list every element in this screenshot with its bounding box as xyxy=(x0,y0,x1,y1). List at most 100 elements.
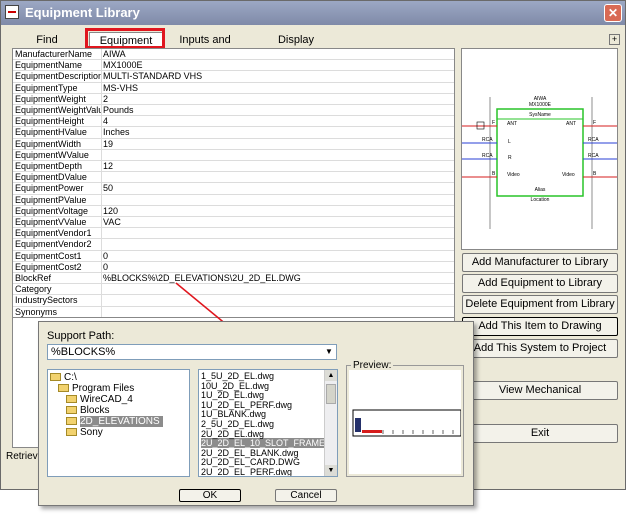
ok-button[interactable]: OK xyxy=(179,489,241,502)
file-item[interactable]: 2_5U_2D_EL.dwg xyxy=(201,419,275,429)
property-value[interactable]: Pounds xyxy=(103,105,134,115)
column-divider xyxy=(101,149,102,160)
property-value[interactable]: 0 xyxy=(103,261,109,272)
folder-item[interactable]: 2D_ELEVATIONS xyxy=(66,416,163,428)
property-row[interactable]: EquipmentWeight 2 xyxy=(13,93,454,105)
property-row[interactable]: Synonyms xyxy=(13,306,454,317)
folder-label: Program Files xyxy=(72,383,135,394)
expand-icon[interactable]: + xyxy=(609,34,620,45)
file-item[interactable]: 1U_2D_EL_PERF.dwg xyxy=(201,399,293,410)
exit-button[interactable]: Exit xyxy=(462,424,618,443)
property-row[interactable]: EquipmentDepth 12 xyxy=(13,161,454,173)
folder-item[interactable]: Sony xyxy=(66,427,103,439)
property-row[interactable]: EquipmentWidth 19 xyxy=(13,138,454,150)
column-divider xyxy=(101,306,102,317)
add-equipment-button[interactable]: Add Equipment to Library xyxy=(462,274,618,293)
folder-item[interactable]: Blocks xyxy=(66,405,109,417)
column-divider xyxy=(101,228,102,239)
property-value[interactable]: MS-VHS xyxy=(103,82,139,93)
property-value[interactable]: 0 xyxy=(103,250,109,261)
file-item[interactable]: 1_5U_2D_EL.dwg xyxy=(201,371,275,381)
preview-label: Preview: xyxy=(351,360,394,371)
property-name: IndustrySectors xyxy=(15,295,78,306)
file-item[interactable]: 1U_BLANK.dwg xyxy=(201,409,267,420)
file-item[interactable]: 2U_2D_EL_PERF.dwg xyxy=(201,467,293,477)
symbol-location: Location xyxy=(531,197,550,203)
chevron-down-icon[interactable]: ▼ xyxy=(325,347,333,356)
support-path-combo[interactable]: %BLOCKS% ▼ xyxy=(47,344,337,360)
column-divider xyxy=(101,194,102,205)
property-name: EquipmentWeight xyxy=(15,93,86,104)
property-name: EquipmentDepth xyxy=(15,161,83,171)
property-row[interactable]: IndustrySectors xyxy=(13,295,454,307)
property-value[interactable]: AIWA xyxy=(103,49,126,59)
property-value[interactable]: 12 xyxy=(103,161,114,171)
property-name: EquipmentDValue xyxy=(15,172,87,183)
add-item-to-drawing-button[interactable]: Add This Item to Drawing xyxy=(462,317,618,336)
file-list-scrollbar[interactable]: ▲ ▼ xyxy=(324,370,337,476)
add-manufacturer-button[interactable]: Add Manufacturer to Library xyxy=(462,253,618,272)
file-item[interactable]: 2U_2D_EL_CARD.DWG xyxy=(201,457,301,468)
close-button[interactable]: ✕ xyxy=(604,4,622,22)
property-value[interactable]: VAC xyxy=(103,217,121,227)
file-item[interactable]: 10U_2D_EL.dwg xyxy=(201,380,270,391)
property-row[interactable]: EquipmentPValue xyxy=(13,194,454,206)
property-row[interactable]: EquipmentVendor2 xyxy=(13,239,454,251)
column-divider xyxy=(101,183,102,194)
folder-icon xyxy=(50,373,61,382)
property-value[interactable]: 50 xyxy=(103,183,114,194)
property-row[interactable]: EquipmentDValue xyxy=(13,172,454,184)
property-value[interactable]: 19 xyxy=(103,138,114,149)
file-item[interactable]: 1U_2D_EL.dwg xyxy=(201,390,265,401)
folder-item[interactable]: C:\ xyxy=(50,372,77,384)
window-title: Equipment Library xyxy=(25,5,140,20)
property-value[interactable]: MX1000E xyxy=(103,60,143,71)
folder-icon xyxy=(66,406,77,415)
folder-label: C:\ xyxy=(64,372,77,383)
property-row[interactable]: EquipmentWValue xyxy=(13,149,454,161)
title-bar: Equipment Library ✕ xyxy=(1,1,625,25)
property-value[interactable]: %BLOCKS%\2D_ELEVATIONS\2U_2D_EL.DWG xyxy=(103,273,301,283)
add-system-to-project-button[interactable]: Add This System to Project xyxy=(462,339,618,358)
column-divider xyxy=(101,250,102,261)
property-row[interactable]: EquipmentVendor1 xyxy=(13,228,454,240)
property-value[interactable]: 2 xyxy=(103,93,109,104)
property-row[interactable]: Category xyxy=(13,284,454,296)
scroll-thumb[interactable] xyxy=(326,384,336,404)
property-value[interactable]: MULTI-STANDARD VHS xyxy=(103,71,203,82)
symbol-sysname: SysName xyxy=(529,112,551,118)
file-item[interactable]: 2U_2D_EL.dwg xyxy=(201,428,265,439)
file-item[interactable]: 2U_2D_EL_10_SLOT_FRAME.DWG xyxy=(201,438,338,449)
scroll-up-icon[interactable]: ▲ xyxy=(325,370,337,381)
property-value[interactable]: 4 xyxy=(103,116,109,127)
property-value[interactable]: 120 xyxy=(103,205,119,216)
file-item[interactable]: 2U_2D_EL_BLANK.dwg xyxy=(201,447,299,458)
property-row[interactable]: BlockRef%BLOCKS%\2D_ELEVATIONS\2U_2D_EL.… xyxy=(13,273,454,285)
column-divider xyxy=(101,60,102,71)
scroll-down-icon[interactable]: ▼ xyxy=(325,465,337,476)
property-name: EquipmentWidth xyxy=(15,138,82,149)
folder-item[interactable]: Program Files xyxy=(58,383,134,395)
property-value[interactable]: Inches xyxy=(103,127,130,138)
column-divider xyxy=(101,205,102,216)
delete-equipment-button[interactable]: Delete Equipment from Library xyxy=(462,295,618,314)
column-divider xyxy=(101,82,102,93)
column-divider xyxy=(101,261,102,272)
folder-item[interactable]: WireCAD_4 xyxy=(66,394,133,406)
cancel-button[interactable]: Cancel xyxy=(275,489,337,502)
